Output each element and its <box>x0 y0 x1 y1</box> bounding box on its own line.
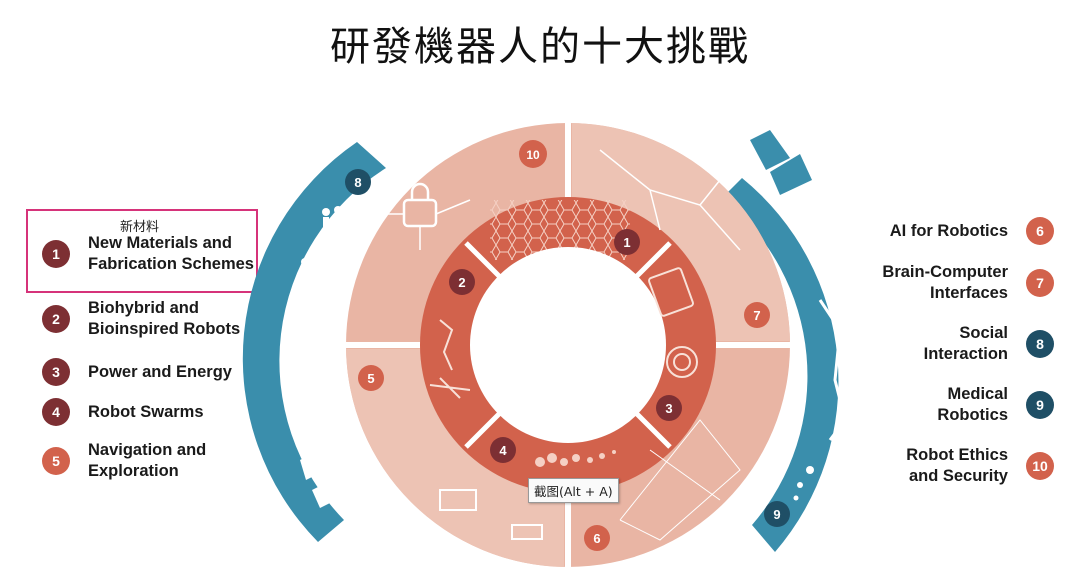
legend-badge-6: 6 <box>1026 217 1054 245</box>
battery-icon <box>666 346 698 378</box>
legend-badge-4: 4 <box>42 398 70 426</box>
legend-label-4: Robot Swarms <box>88 402 204 421</box>
legend-item-7: Brain-Computer Interfaces 7 <box>882 262 1054 304</box>
legend-label-8: Social Interaction <box>923 324 1008 363</box>
legend-item-1: 1 New Materials and Fabrication Schemes <box>42 233 254 275</box>
legend-label-1: New Materials and Fabrication Schemes <box>88 234 254 273</box>
annotation-note: 新材料 <box>120 220 160 235</box>
legend-item-6: AI for Robotics 6 <box>890 217 1054 245</box>
highlight-box <box>26 209 258 293</box>
legend-badge-7: 7 <box>1026 269 1054 297</box>
screenshot-tooltip: 截图(Alt + A) <box>528 478 619 503</box>
legend-label-10: Robot Ethics and Security <box>906 446 1008 485</box>
legend-item-5: 5 Navigation and Exploration <box>42 440 206 482</box>
ring-badge-10-text: 10 <box>526 148 540 162</box>
legend-item-4: 4 Robot Swarms <box>42 398 204 426</box>
ring-badge-2-text: 2 <box>458 275 465 290</box>
ring-badge-1-text: 1 <box>623 235 630 250</box>
legend-badge-1: 1 <box>42 240 70 268</box>
legend-badge-2: 2 <box>42 305 70 333</box>
legend-label-3: Power and Energy <box>88 362 232 381</box>
legend-label-7: Brain-Computer Interfaces <box>882 263 1008 302</box>
ring-badge-4-text: 4 <box>499 443 507 458</box>
people-icon <box>292 206 342 339</box>
drone-icon <box>429 377 471 399</box>
robot-arm-icon <box>439 319 454 371</box>
legend-label-6: AI for Robotics <box>889 221 1008 240</box>
ring-badge-5: 5 <box>358 365 384 391</box>
page-title: 研發機器人的十大挑戰 <box>330 24 750 70</box>
rover-icon <box>439 489 543 540</box>
neural-network-icon <box>619 419 741 541</box>
ring-badge-9-text: 9 <box>773 507 780 522</box>
outer-ring-right <box>722 130 839 552</box>
ring-badge-8-text: 8 <box>354 175 361 190</box>
legend-badge-8: 8 <box>1026 330 1054 358</box>
ring-badge-6: 6 <box>584 525 610 551</box>
ring-badge-9: 9 <box>764 501 790 527</box>
legend-badge-3: 3 <box>42 358 70 386</box>
neuron-icon <box>599 149 741 251</box>
ring-badge-10: 10 <box>519 140 547 168</box>
ring-badge-5-text: 5 <box>367 371 374 386</box>
legend-label-2: Biohybrid and Bioinspired Robots <box>88 299 241 338</box>
ring-badge-3: 3 <box>656 395 682 421</box>
ring-badge-8: 8 <box>345 169 371 195</box>
ring-badge-7: 7 <box>744 302 770 328</box>
chip-icon <box>648 267 694 317</box>
ring-badge-7-text: 7 <box>753 308 760 323</box>
legend-badge-9: 9 <box>1026 391 1054 419</box>
spine-robot-icon <box>793 299 847 501</box>
ring-badge-2: 2 <box>449 269 475 295</box>
legend-badge-10: 10 <box>1026 452 1054 480</box>
ring-badge-3-text: 3 <box>665 401 672 416</box>
outer-ring-left <box>242 142 386 542</box>
ring-badge-1: 1 <box>614 229 640 255</box>
legend-item-3: 3 Power and Energy <box>42 358 232 386</box>
legend-item-8: Social Interaction 8 <box>924 323 1054 365</box>
ring-badge-6-text: 6 <box>593 531 600 546</box>
legend-label-5: Navigation and Exploration <box>88 441 207 480</box>
legend-item-2: 2 Biohybrid and Bioinspired Robots <box>42 298 240 340</box>
legend-item-9: Medical Robotics 9 <box>937 384 1054 426</box>
swarm-dots-icon <box>535 450 616 467</box>
legend-item-10: Robot Ethics and Security 10 <box>906 445 1054 487</box>
legend-label-9: Medical Robotics <box>937 385 1008 424</box>
inner-ring <box>420 197 716 493</box>
legend-badge-5: 5 <box>42 447 70 475</box>
lock-icon <box>380 182 471 250</box>
ring-badge-4: 4 <box>490 437 516 463</box>
